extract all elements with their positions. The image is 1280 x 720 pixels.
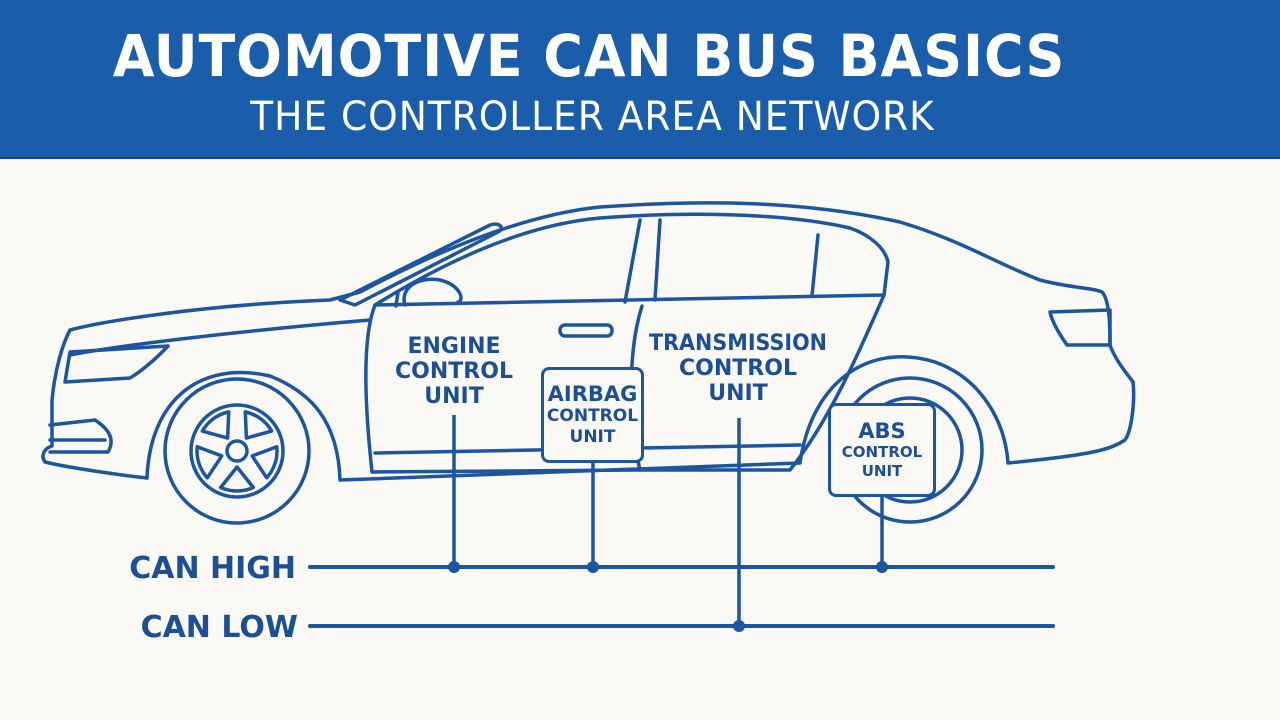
c-pillar	[810, 233, 820, 298]
can-low-label: CAN LOW	[140, 610, 298, 645]
airbag-line3: UNIT	[569, 427, 616, 448]
wheel-spoke-opening	[250, 445, 279, 480]
page-title: AUTOMOTIVE CAN BUS BASICS	[112, 22, 1066, 90]
car-body-outline	[41, 201, 1136, 482]
taillight	[1048, 308, 1112, 347]
wheel-spoke-opening	[200, 410, 231, 440]
window-frame	[373, 212, 890, 307]
door-handle	[558, 323, 614, 338]
wheel-spoke-opening	[243, 410, 274, 440]
title-banner: AUTOMOTIVE CAN BUS BASICS THE CONTROLLER…	[0, 0, 1280, 159]
mirror-arm	[394, 290, 400, 308]
front-wheel-rim	[189, 403, 285, 499]
front-wheel-spokes	[195, 410, 279, 493]
abs-junction-node	[876, 561, 888, 573]
front-wheel-tire	[163, 377, 311, 525]
windshield-trim	[338, 222, 503, 307]
wheel-spoke-opening	[218, 465, 256, 493]
engine-line3: UNIT	[424, 384, 484, 409]
page-subtitle: THE CONTROLLER AREA NETWORK	[250, 94, 935, 140]
front-grille	[48, 418, 113, 454]
abs-line3: UNIT	[861, 462, 903, 481]
front-door	[364, 303, 642, 474]
transmission-control-unit-label: TRANSMISSION CONTROL UNIT	[640, 333, 836, 405]
wheel-spoke-opening	[195, 445, 224, 480]
transmission-junction-node	[733, 620, 745, 632]
airbag-junction-node	[587, 561, 599, 573]
side-mirror	[402, 277, 463, 307]
engine-control-unit-label: ENGINE CONTROL UNIT	[374, 336, 534, 408]
b-pillar-front	[623, 218, 642, 304]
rear-door	[638, 293, 886, 472]
airbag-line2: CONTROL	[546, 406, 639, 427]
front-wheel-hub	[225, 439, 249, 463]
abs-line1: ABS	[858, 419, 906, 444]
engine-junction-node	[448, 561, 460, 573]
abs-control-unit-box: ABS CONTROL UNIT	[828, 403, 936, 497]
headlight	[63, 344, 170, 384]
airbag-control-unit-box: AIRBAG CONTROL UNIT	[541, 367, 644, 463]
car-outline	[41, 201, 1136, 525]
transmission-line2: CONTROL	[679, 356, 797, 381]
airbag-line1: AIRBAG	[547, 382, 638, 407]
abs-line2: CONTROL	[841, 443, 923, 462]
can-high-label: CAN HIGH	[129, 551, 296, 586]
engine-line2: CONTROL	[395, 359, 513, 384]
engine-line1: ENGINE	[407, 334, 501, 359]
transmission-line1: TRANSMISSION	[649, 331, 827, 356]
transmission-line3: UNIT	[708, 381, 768, 406]
b-pillar-rear	[653, 218, 662, 302]
